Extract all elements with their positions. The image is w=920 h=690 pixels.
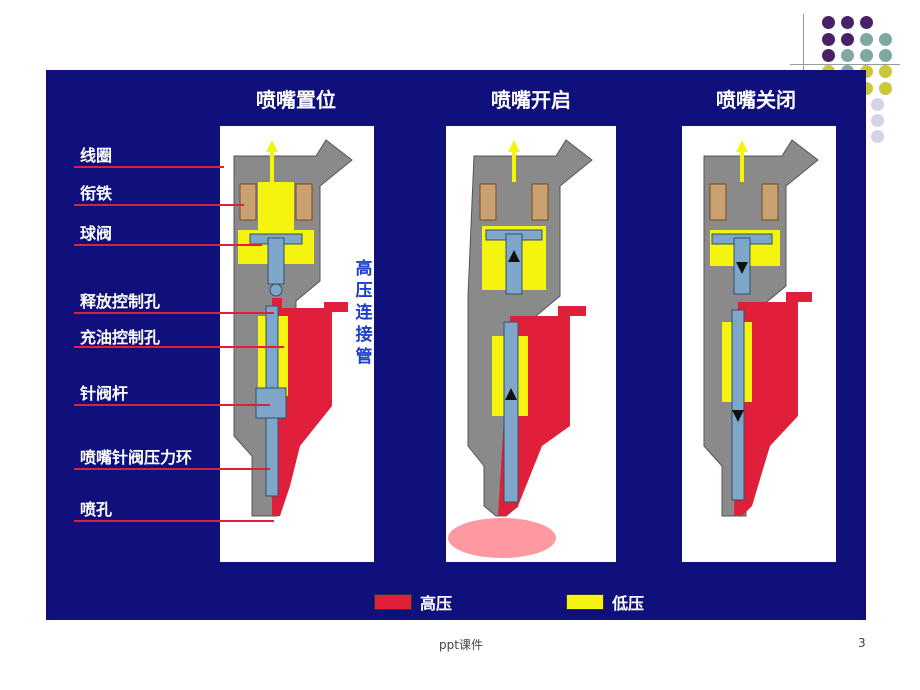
panel-resting [220,126,374,562]
leader-line [74,346,284,348]
decor-dot [822,33,835,46]
decor-dot [841,16,854,29]
decor-dot [822,49,835,62]
decor-dot [879,49,892,62]
needle-rod [731,309,745,501]
hp-connector-char: 连 [355,303,373,323]
decor-dot [871,130,884,143]
decor-dot [860,49,873,62]
panel-title-closing: 喷嘴关闭 [716,88,796,112]
panel-closing [682,126,836,562]
decor-dot [871,114,884,127]
decor-dot [860,33,873,46]
leader-line [74,166,224,168]
high-pressure-path [734,292,812,516]
legend-label-low: 低压 [612,594,645,613]
leader-line [74,468,270,470]
label-release-orifice: 释放控制孔 [80,292,161,311]
coil-left [709,183,727,221]
legend-swatch-low [566,594,604,610]
hp-connector-char: 接 [355,325,373,345]
decor-horizontal-line [790,64,900,65]
coil-right [531,183,549,221]
decor-dot [879,33,892,46]
coil-right [295,183,313,221]
panel-title-open: 喷嘴开启 [491,88,571,112]
label-fill-orifice: 充油控制孔 [80,328,161,347]
decor-dot [841,49,854,62]
leader-line [74,204,244,206]
label-armature: 衔铁 [80,184,113,203]
leader-line [74,244,262,246]
panel-title-resting: 喷嘴置位 [256,88,336,112]
leader-line [74,404,270,406]
decor-dot [822,16,835,29]
decor-dot [860,16,873,29]
label-needle-pressure-ring: 喷嘴针阀压力环 [80,448,193,467]
footer-text: ppt课件 [439,638,483,652]
return-pipe [270,150,274,182]
hp-connector-char: 压 [355,281,373,301]
coil-right [761,183,779,221]
coil-left [239,183,257,221]
return-arrow [508,140,520,152]
hp-connector-char: 管 [355,347,373,367]
return-arrow [266,140,278,152]
return-oil-label: 回油 [170,124,203,143]
coil-left [479,183,497,221]
panel-open [446,126,616,562]
decor-vertical-line [803,14,804,118]
needle-collar [255,387,287,419]
decor-dot [871,98,884,111]
leader-line [74,312,274,314]
injector-closing-diagram [703,139,819,517]
needle-rod [503,321,519,503]
down-arrow-icon [736,262,748,274]
leader-line [74,520,274,522]
return-pipe [740,150,744,182]
label-ball-valve: 球阀 [80,224,113,243]
return-arrow [736,140,748,152]
decor-dot [841,33,854,46]
injector-resting-diagram [233,139,353,517]
armature-stem [267,237,285,285]
high-pressure-path [272,298,348,516]
legend-swatch-high [374,594,412,610]
armature-stem [505,233,523,295]
legend-label-high: 高压 [420,594,453,613]
label-coil: 线圈 [80,146,113,165]
down-arrow-icon [732,410,744,422]
up-arrow-icon [505,388,517,400]
decor-dot [879,65,892,78]
return-pipe [512,150,516,182]
hp-connector-label: 高 压 连 接 管 [354,258,374,368]
hp-connector-char: 高 [355,259,373,279]
injector-open-diagram [448,139,593,558]
ball-valve [269,283,283,297]
decor-dot [879,82,892,95]
page-number: 3 [858,636,866,650]
label-needle-rod: 针阀杆 [80,384,129,403]
spray-plume [448,518,556,558]
slide-canvas: 喷嘴置位 喷嘴开启 喷嘴关闭 [46,70,866,620]
label-nozzle-hole: 喷孔 [80,500,113,519]
up-arrow-icon [508,250,520,262]
